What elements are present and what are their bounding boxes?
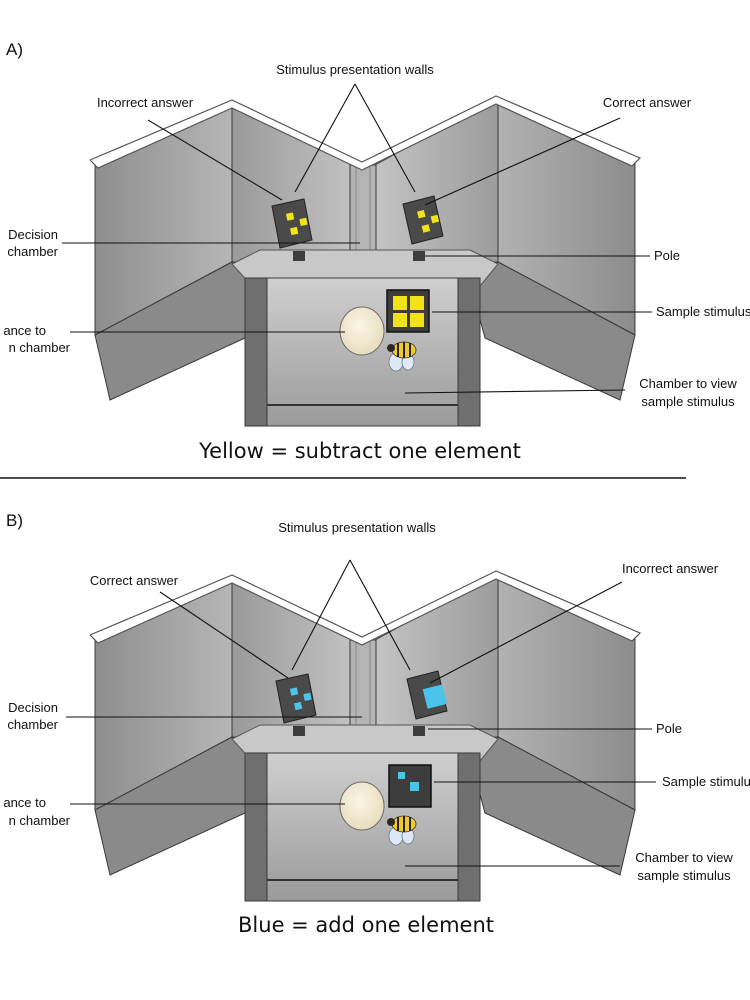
- label-decision-chamber-1: Decision: [8, 227, 58, 242]
- stimulus-element: [421, 224, 431, 233]
- stimulus-element: [422, 684, 448, 709]
- label-entrance-1: ance to: [3, 323, 46, 338]
- stimulus-element: [299, 217, 308, 227]
- left-stimulus-card: [271, 198, 313, 249]
- panel-a-letter: A): [6, 40, 23, 59]
- label-view-chamber-2: sample stimulus: [637, 868, 731, 883]
- label-view-chamber-1: Chamber to view: [639, 376, 737, 391]
- label-stimulus-walls: Stimulus presentation walls: [278, 520, 436, 535]
- label-pole: Pole: [656, 721, 682, 736]
- label-sample-stimulus: Sample stimulus: [656, 304, 750, 319]
- sample-stimulus-card: [386, 289, 430, 333]
- stimulus-element: [290, 226, 299, 236]
- label-entrance-1: ance to: [3, 795, 46, 810]
- panel-b-caption: Blue = add one element: [238, 913, 494, 937]
- right-stimulus-card: [402, 195, 444, 245]
- label-view-chamber-1: Chamber to view: [635, 850, 733, 865]
- stimulus-element: [303, 692, 312, 702]
- stimulus-element: [294, 701, 303, 711]
- stimulus-element: [393, 313, 407, 327]
- panel-a-caption: Yellow = subtract one element: [198, 439, 521, 463]
- label-left-answer: Incorrect answer: [97, 95, 194, 110]
- panel-b: B) Stimulus presentation walls Correct a…: [3, 511, 750, 937]
- stimulus-element: [285, 212, 295, 221]
- label-left-answer: Correct answer: [90, 573, 179, 588]
- stimulus-element: [430, 214, 440, 224]
- label-entrance-2: n chamber: [9, 340, 71, 355]
- label-decision-chamber-1: Decision: [8, 700, 58, 715]
- stimulus-element: [417, 209, 426, 219]
- label-right-answer: Correct answer: [603, 95, 692, 110]
- stimulus-element: [410, 782, 419, 791]
- panel-a: A) Stimulus presentation walls Incorr: [3, 40, 750, 463]
- stimulus-element: [398, 772, 405, 779]
- label-decision-chamber-2: chamber: [7, 244, 58, 259]
- label-decision-chamber-2: chamber: [7, 717, 58, 732]
- stimulus-element: [410, 296, 424, 310]
- label-right-answer: Incorrect answer: [622, 561, 719, 576]
- label-pole: Pole: [654, 248, 680, 263]
- label-view-chamber-2: sample stimulus: [641, 394, 735, 409]
- sample-stimulus-card: [388, 764, 432, 808]
- label-stimulus-walls: Stimulus presentation walls: [276, 62, 434, 77]
- stimulus-element: [289, 687, 299, 696]
- stimulus-element: [393, 296, 407, 310]
- stimulus-element: [410, 313, 424, 327]
- bee-icon: [386, 341, 417, 372]
- bee-icon: [386, 815, 417, 846]
- left-stimulus-card: [275, 673, 317, 724]
- y-maze-apparatus: [89, 570, 641, 902]
- right-stimulus-card: [406, 670, 448, 720]
- panel-b-letter: B): [6, 511, 23, 530]
- label-entrance-2: n chamber: [9, 813, 71, 828]
- label-sample-stimulus: Sample stimulus: [662, 774, 750, 789]
